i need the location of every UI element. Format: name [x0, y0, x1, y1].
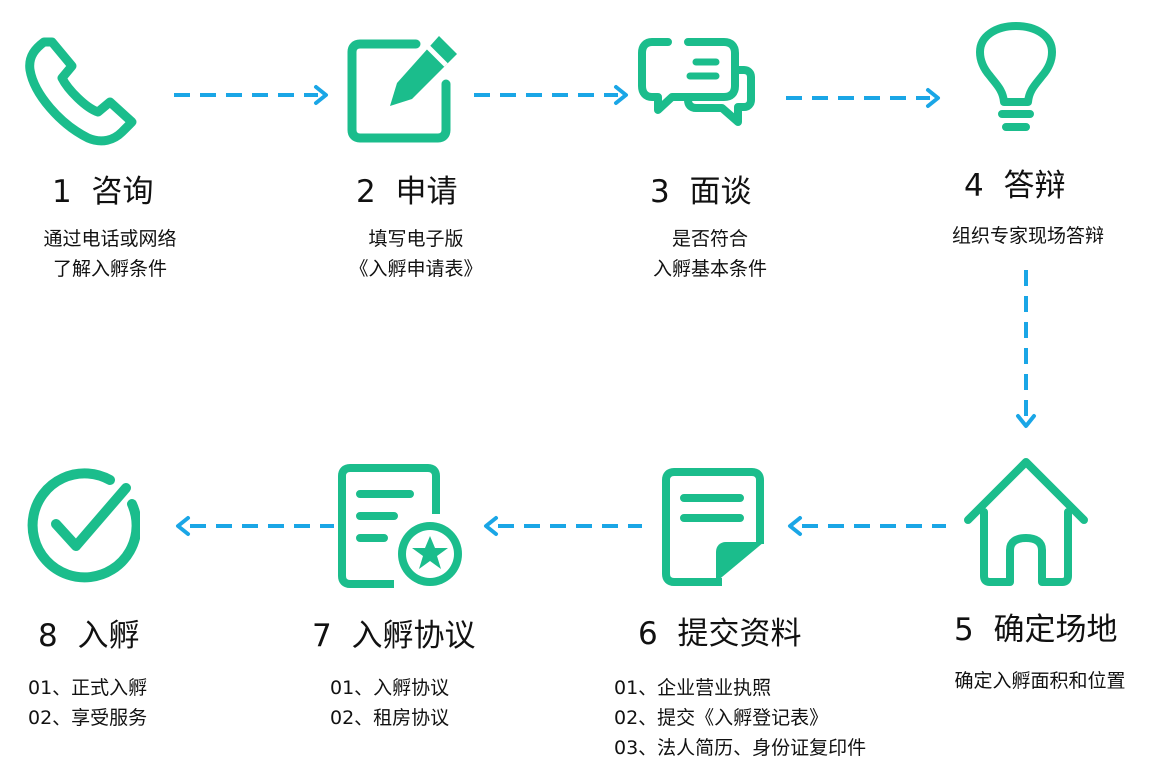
arrow-4-to-5 [1016, 270, 1036, 428]
step-2-line-2: 《入孵申请表》 [349, 258, 483, 280]
step-5-number: 5 [954, 612, 974, 648]
step-6-line-3: 03、法人简历、身份证复印件 [614, 737, 867, 759]
step-2-description: 填写电子版 《入孵申请表》 [316, 224, 516, 284]
step-3-number: 3 [650, 174, 670, 210]
step-2-line-1: 填写电子版 [368, 228, 464, 250]
step-2-number: 2 [356, 174, 376, 210]
step-1-label: 咨询 [91, 174, 154, 210]
arrow-2-to-3 [474, 85, 628, 105]
step-1-description: 通过电话或网络 了解入孵条件 [10, 224, 210, 284]
step-1-title: 1 咨询 [52, 174, 153, 210]
step-7-line-2: 02、租房协议 [330, 707, 450, 729]
step-3-line-2: 入孵基本条件 [652, 258, 767, 280]
step-5-label: 确定场地 [993, 612, 1118, 648]
step-6-description: 01、企业营业执照 02、提交《入孵登记表》 03、法人简历、身份证复印件 [614, 673, 914, 763]
arrow-7-to-8 [176, 516, 334, 536]
lightbulb-icon [976, 22, 1056, 131]
step-7-title: 7 入孵协议 [312, 618, 475, 654]
step-3-line-1: 是否符合 [671, 228, 748, 250]
step-6-line-1: 01、企业营业执照 [614, 677, 772, 699]
edit-form-icon [347, 36, 457, 143]
step-6-title: 6 提交资料 [638, 616, 801, 652]
step-5-title: 5 确定场地 [954, 612, 1117, 648]
step-3-description: 是否符合 入孵基本条件 [610, 224, 810, 284]
step-8-label: 入孵 [77, 618, 140, 654]
step-2-title: 2 申请 [356, 174, 457, 210]
phone-icon [25, 37, 137, 146]
step-7-number: 7 [312, 618, 332, 654]
step-1-line-2: 了解入孵条件 [52, 258, 167, 280]
step-8-number: 8 [38, 618, 58, 654]
arrow-5-to-6 [788, 516, 946, 536]
step-8-title: 8 入孵 [38, 618, 139, 654]
step-7-description: 01、入孵协议 02、租房协议 [330, 673, 530, 733]
step-2-label: 申请 [395, 174, 458, 210]
step-4-title: 4 答辩 [964, 168, 1065, 204]
arrow-6-to-7 [484, 516, 642, 536]
step-6-number: 6 [638, 616, 658, 652]
certificate-icon [338, 464, 462, 588]
step-4-label: 答辩 [1003, 168, 1066, 204]
step-8-description: 01、正式入孵 02、享受服务 [28, 673, 228, 733]
step-5-line-1: 确定入孵面积和位置 [954, 670, 1126, 692]
step-5-description: 确定入孵面积和位置 [930, 666, 1150, 696]
step-7-line-1: 01、入孵协议 [330, 677, 450, 699]
step-8-line-1: 01、正式入孵 [28, 677, 148, 699]
step-3-title: 3 面谈 [650, 174, 751, 210]
chat-bubbles-icon [638, 38, 755, 126]
arrow-3-to-4 [786, 88, 940, 108]
step-8-line-2: 02、享受服务 [28, 707, 148, 729]
document-icon [662, 468, 764, 586]
step-6-label: 提交资料 [677, 616, 802, 652]
step-1-number: 1 [52, 174, 72, 210]
step-4-number: 4 [964, 168, 984, 204]
arrow-1-to-2 [174, 85, 328, 105]
step-7-label: 入孵协议 [351, 618, 476, 654]
house-icon [964, 458, 1088, 586]
step-4-description: 组织专家现场答辩 [918, 221, 1138, 251]
check-circle-icon [27, 468, 140, 583]
step-4-line-1: 组织专家现场答辩 [951, 225, 1104, 247]
step-6-line-2: 02、提交《入孵登记表》 [614, 707, 829, 729]
step-3-label: 面谈 [689, 174, 752, 210]
step-1-line-1: 通过电话或网络 [43, 228, 177, 250]
